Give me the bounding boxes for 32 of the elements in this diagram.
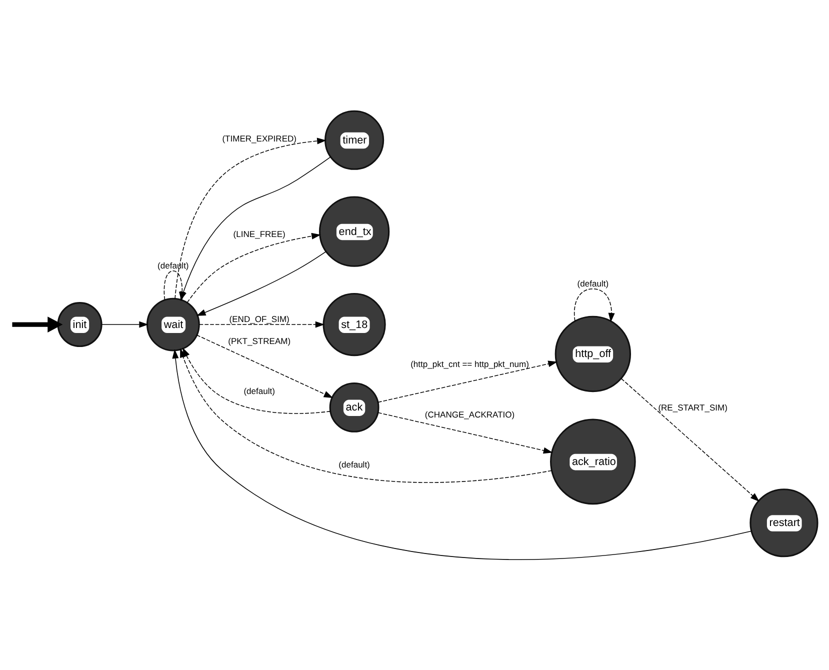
edge-label: (PKT_STREAM)	[228, 335, 291, 346]
edge-label: (default)	[244, 386, 275, 396]
edge-label: (CHANGE_ACKRATIO)	[424, 408, 515, 419]
edge-label: (RE_START_SIM)	[658, 402, 728, 412]
arrow	[378, 360, 558, 402]
node-circle: timer	[324, 110, 384, 170]
edge-label: (END_OF_SIM)	[229, 314, 290, 324]
node-circle: wait	[146, 297, 200, 351]
node-circle: st_18	[322, 292, 386, 356]
edge-label: (LINE_FREE)	[233, 228, 286, 238]
edge-label: (default)	[577, 278, 609, 288]
arrow	[174, 137, 326, 299]
arrow	[180, 156, 331, 300]
node-circle: end_tx	[318, 196, 390, 266]
edge-label: (default)	[158, 260, 189, 270]
arrow	[101, 320, 148, 328]
arrow	[620, 378, 760, 502]
edge-label: (TIMER_EXPIRED)	[222, 133, 296, 144]
arrow	[198, 320, 325, 328]
edge-label: (default)	[338, 459, 370, 470]
arrow	[186, 232, 321, 302]
arrow	[172, 348, 752, 560]
arrow	[574, 288, 615, 322]
node-circle: ack_ratio	[550, 418, 636, 504]
edge-label: (http_pkt_cnt == http_pkt_num)	[410, 358, 529, 368]
arrow	[378, 412, 553, 454]
node-circle: http_off	[554, 315, 632, 392]
arrow	[196, 334, 334, 398]
node-circle: init	[57, 302, 102, 347]
arrow	[196, 250, 326, 316]
arrow	[12, 316, 63, 332]
node-circle: ack	[329, 382, 380, 432]
